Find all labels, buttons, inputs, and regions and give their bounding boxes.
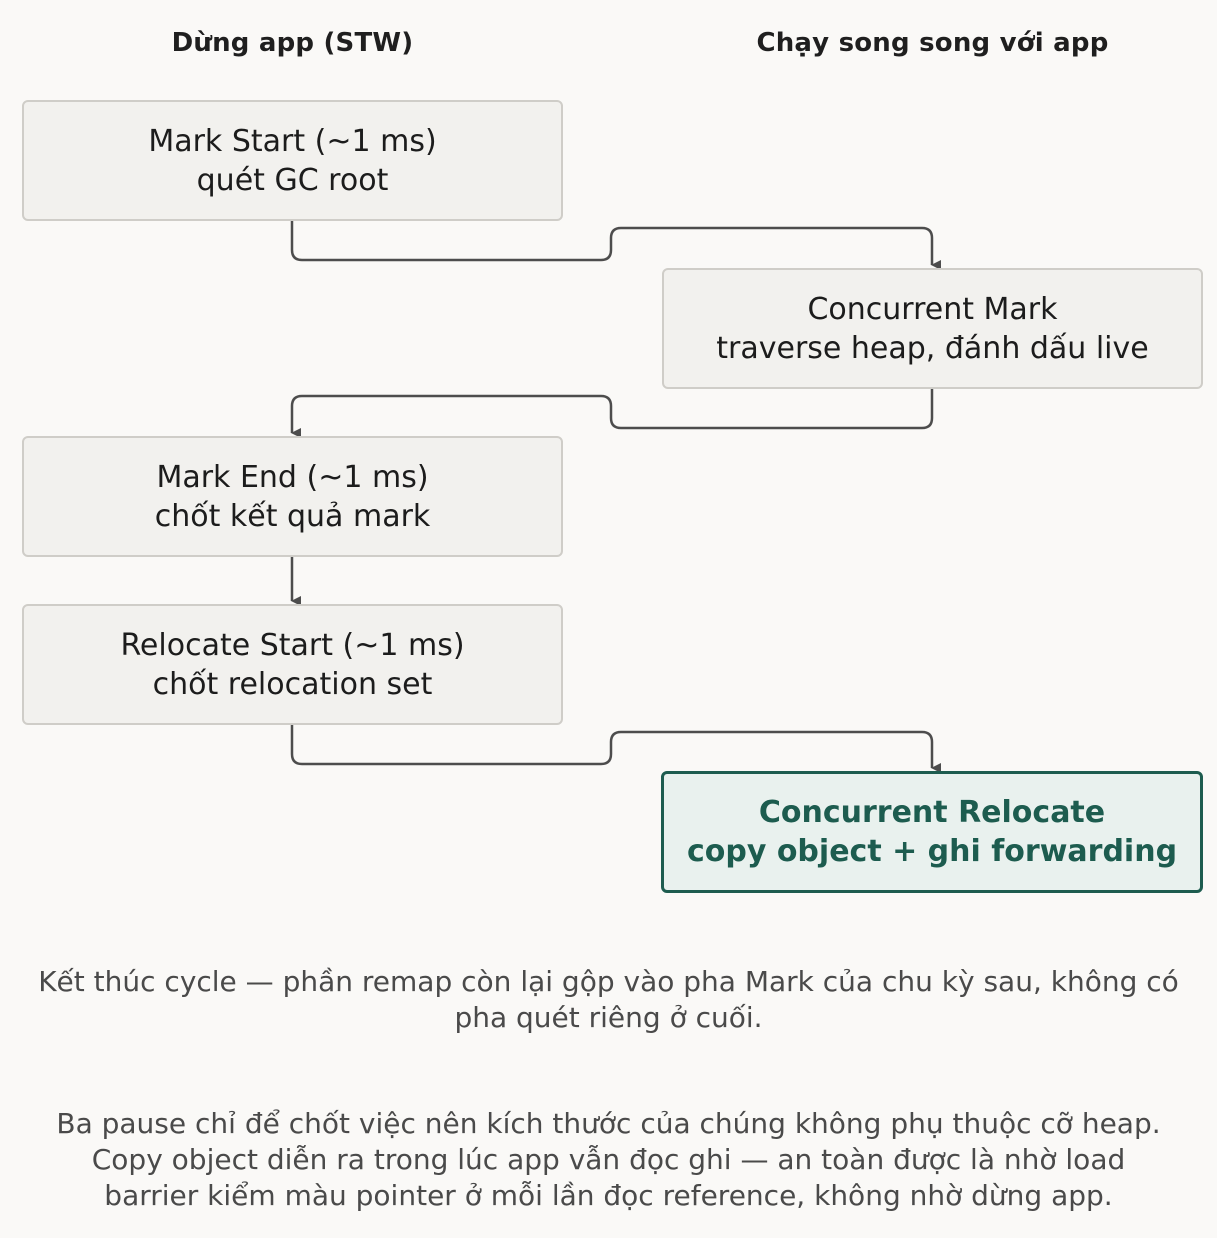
- edge-concurrent-mark-to-mark-end: [290, 389, 934, 438]
- node-concurrent-mark: Concurrent Mark traverse heap, đánh dấu …: [662, 268, 1203, 389]
- node-title: Relocate Start (~1 ms): [120, 627, 465, 663]
- column-header-stw: Dừng app (STW): [171, 28, 414, 58]
- node-mark-end: Mark End (~1 ms) chốt kết quả mark: [22, 436, 563, 557]
- note-summary-line: Copy object diễn ra trong lúc app vẫn đọ…: [91, 1143, 1126, 1176]
- note-end-of-cycle: Kết thúc cycle — phần remap còn lại gộp …: [38, 965, 1179, 1034]
- node-title: Concurrent Relocate: [758, 795, 1106, 830]
- note-summary: Ba pause chỉ để chốt việc nên kích thước…: [20, 1106, 1197, 1214]
- node-description: traverse heap, đánh dấu live: [716, 330, 1149, 366]
- node-description: chốt kết quả mark: [154, 498, 431, 534]
- node-title: Mark End (~1 ms): [156, 459, 429, 495]
- node-concurrent-relocate: Concurrent Relocate copy object + ghi fo…: [661, 771, 1203, 893]
- note-summary-line: Ba pause chỉ để chốt việc nên kích thước…: [56, 1107, 1161, 1140]
- edge-mark-start-to-concurrent-mark: [290, 221, 941, 270]
- node-description: quét GC root: [196, 162, 389, 198]
- node-title: Mark Start (~1 ms): [148, 123, 437, 159]
- note-summary-line: barrier kiểm màu pointer ở mỗi lần đọc r…: [104, 1179, 1113, 1212]
- node-relocate-start: Relocate Start (~1 ms) chốt relocation s…: [22, 604, 563, 725]
- edge-relocate-start-to-concurrent-relocate: [290, 725, 941, 773]
- column-header-concurrent: Chạy song song với app: [756, 28, 1109, 58]
- node-description: copy object + ghi forwarding: [686, 834, 1178, 869]
- node-mark-start: Mark Start (~1 ms) quét GC root: [22, 100, 563, 221]
- node-description: chốt relocation set: [152, 666, 433, 702]
- node-title: Concurrent Mark: [807, 291, 1058, 327]
